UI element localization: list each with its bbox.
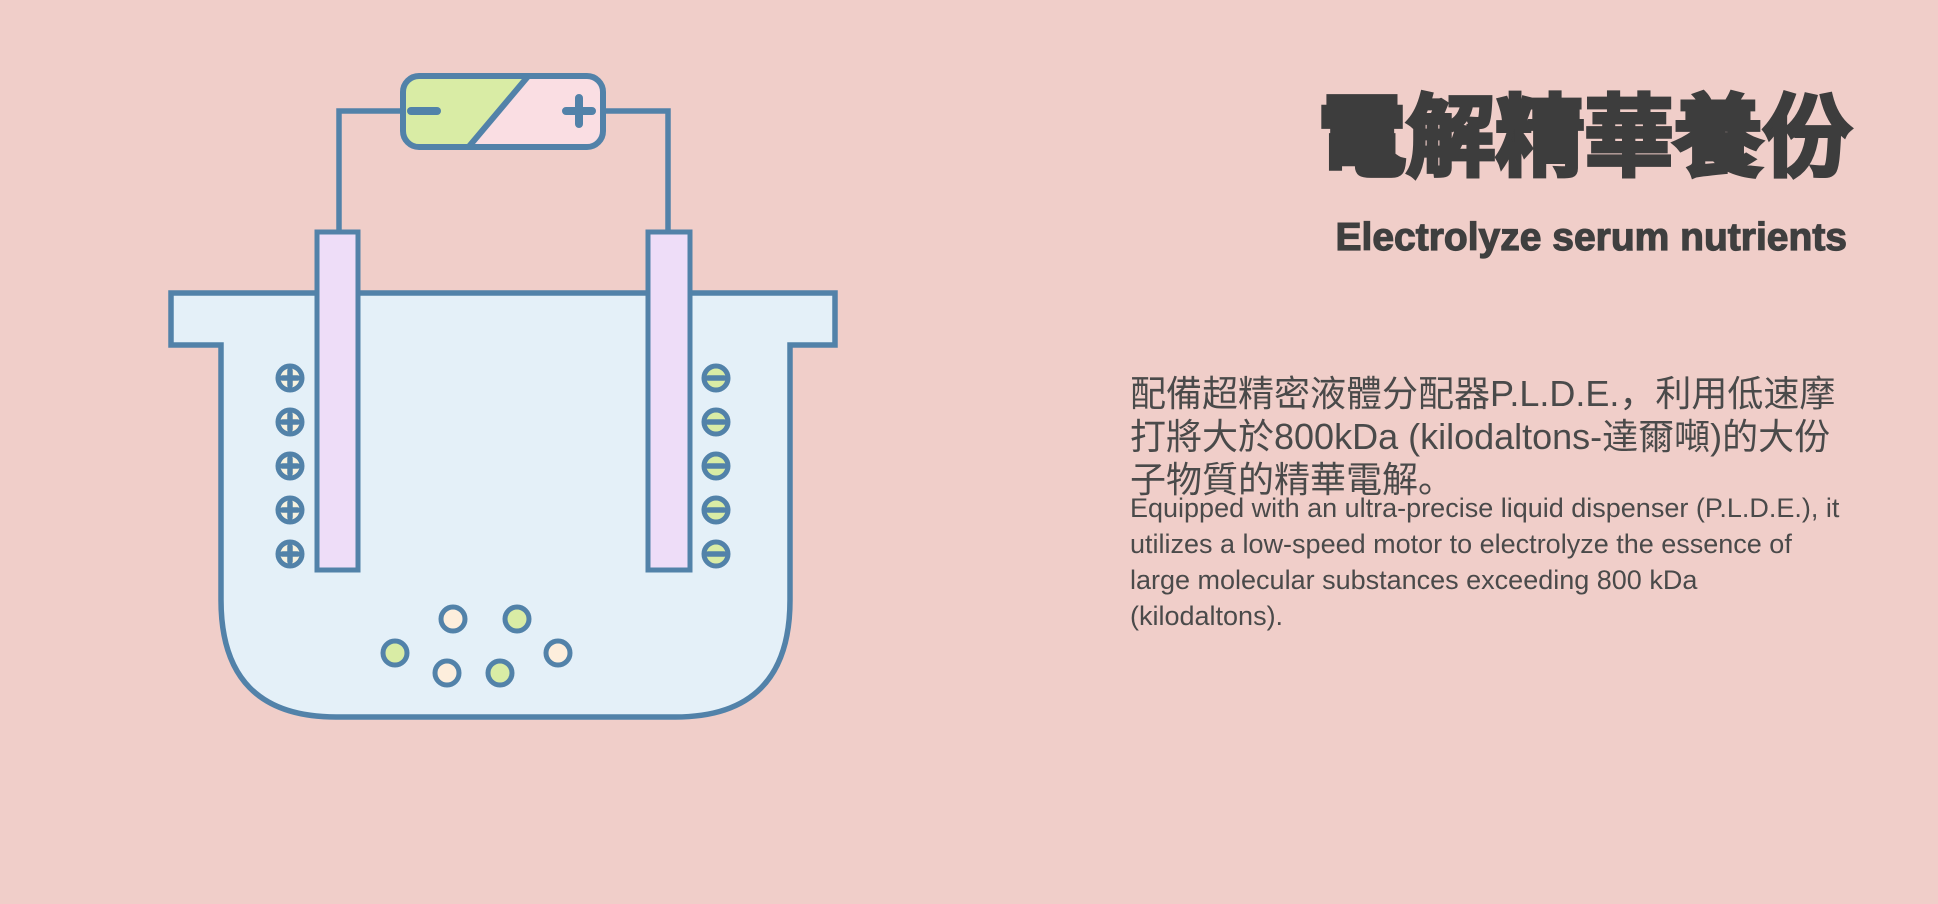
positive-ion-icon <box>275 539 305 569</box>
page-title: 電解精華養份 <box>1316 88 1853 187</box>
bubble-icon <box>543 638 573 668</box>
bubble-icon <box>485 658 515 688</box>
positive-ion-icon <box>275 495 305 525</box>
negative-ion-column <box>701 363 731 569</box>
positive-ion-icon <box>275 363 305 393</box>
bubble-icon <box>380 638 410 668</box>
bubble-icon <box>432 658 462 688</box>
description-chinese: 配備超精密液體分配器P.L.D.E.，利用低速摩 打將大於800kDa (kil… <box>1130 373 1836 500</box>
page-subtitle: Electrolyze serum nutrients <box>1335 216 1848 259</box>
negative-ion-icon <box>701 451 731 481</box>
battery-negative-half <box>403 76 537 147</box>
bubble-icon <box>502 604 532 634</box>
electrode-cathode <box>314 229 361 573</box>
bubble-icon <box>438 604 468 634</box>
negative-ion-icon <box>701 539 731 569</box>
wire-left <box>336 108 420 245</box>
description-english: Equipped with an ultra-precise liquid di… <box>1130 493 1840 631</box>
electrolysis-diagram <box>168 73 838 720</box>
battery-plus-icon <box>562 94 596 128</box>
wire-right <box>586 108 671 245</box>
negative-ion-icon <box>701 407 731 437</box>
battery <box>400 73 606 150</box>
positive-ion-icon <box>275 407 305 437</box>
negative-ion-icon <box>701 495 731 525</box>
positive-ion-icon <box>275 451 305 481</box>
positive-ion-column <box>275 363 305 569</box>
nutrient-bubbles <box>380 604 573 688</box>
electrode-anode <box>645 229 693 573</box>
battery-outline <box>400 73 606 150</box>
negative-ion-icon <box>701 363 731 393</box>
beaker <box>168 290 838 720</box>
